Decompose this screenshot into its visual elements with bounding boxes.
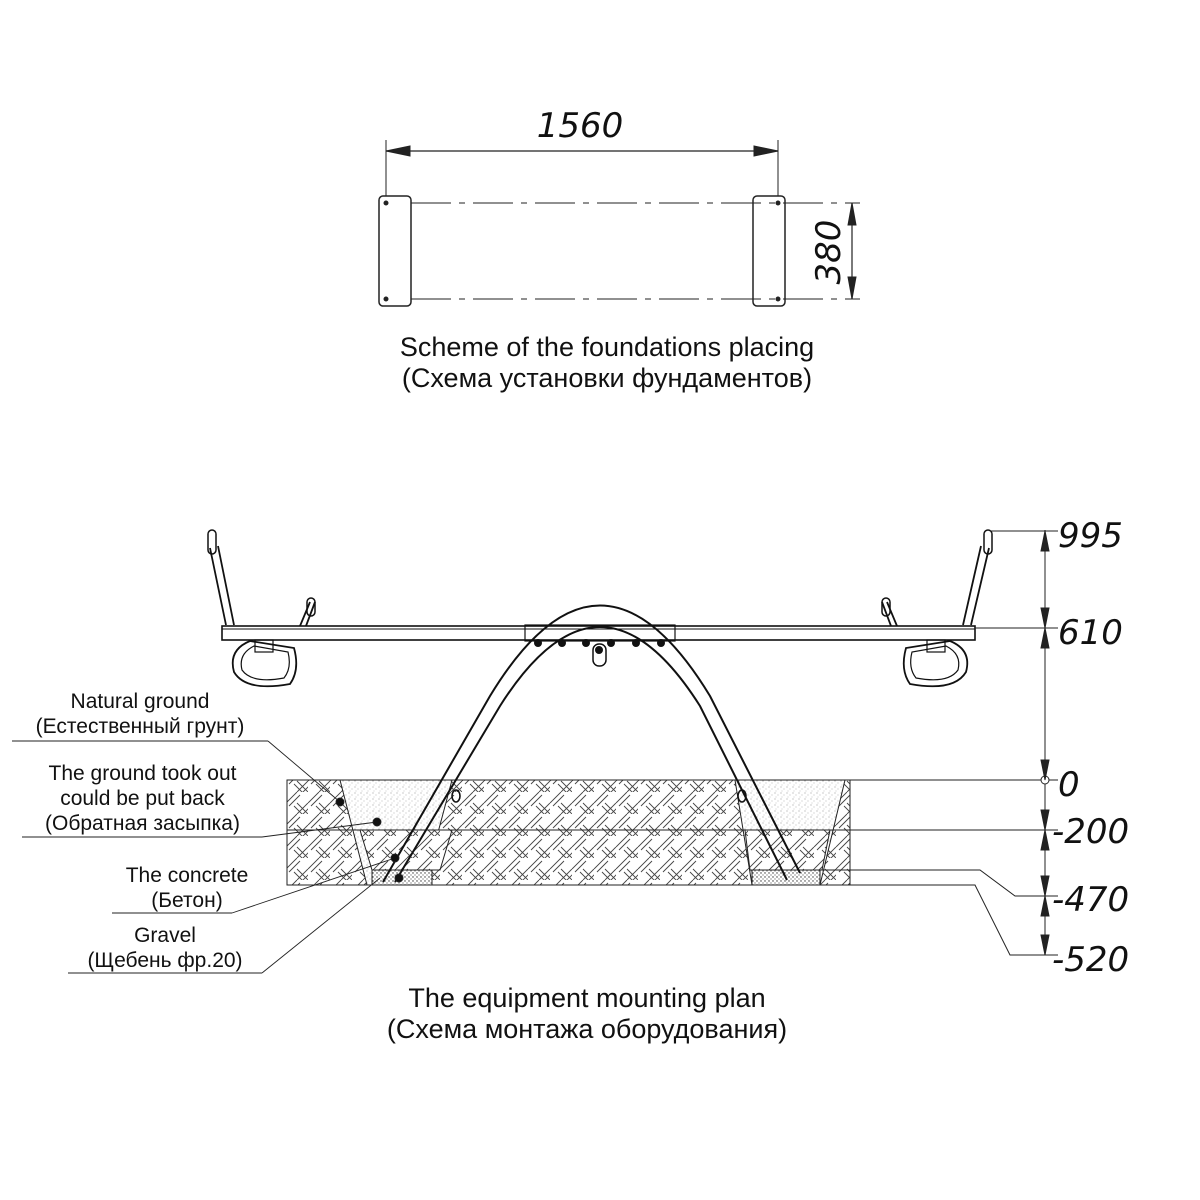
ground-section [286, 779, 851, 886]
caption-en: Scheme of the foundations placing [399, 332, 815, 362]
foundation-scheme [378, 140, 860, 307]
label-natural-ground: Natural ground (Естественный грунт) [0, 689, 280, 739]
label-en: Natural ground [70, 690, 210, 713]
label-backfill: The ground took out could be put back (О… [0, 761, 285, 836]
label-leaders [12, 740, 404, 974]
caption-en: The equipment mounting plan [408, 983, 766, 1013]
level-610: 610 [1058, 613, 1123, 653]
level-minus-470: -470 [1052, 880, 1129, 920]
level-dimensions [820, 530, 1058, 956]
foundation-scheme-caption: Scheme of the foundations placing (Схема… [300, 332, 914, 394]
level-995: 995 [1058, 516, 1123, 556]
level-0: 0 [1058, 765, 1080, 805]
level-minus-520: -520 [1052, 940, 1129, 980]
label-en-2: could be put back [60, 787, 225, 810]
seesaw-beam [207, 529, 993, 688]
width-dimension: 1560 [537, 106, 624, 146]
label-en: The ground took out [48, 762, 237, 785]
label-en: Gravel [134, 924, 196, 947]
label-ru: (Обратная засыпка) [45, 812, 240, 835]
label-concrete: The concrete (Бетон) [72, 863, 302, 913]
caption-ru: (Схема монтажа оборудования) [386, 1014, 788, 1044]
right-foundation [752, 195, 786, 307]
left-foundation [378, 195, 412, 307]
level-minus-200: -200 [1052, 812, 1129, 852]
label-ru: (Бетон) [151, 889, 223, 912]
mounting-plan-caption: The equipment mounting plan (Схема монта… [287, 983, 887, 1045]
label-en: The concrete [125, 864, 249, 887]
seesaw-frame [382, 604, 801, 883]
label-gravel: Gravel (Щебень фр.20) [50, 923, 280, 973]
label-ru: (Щебень фр.20) [87, 949, 243, 972]
caption-ru: (Схема установки фундаментов) [401, 363, 813, 393]
depth-dimension: 380 [809, 220, 849, 285]
label-ru: (Естественный грунт) [35, 715, 245, 738]
